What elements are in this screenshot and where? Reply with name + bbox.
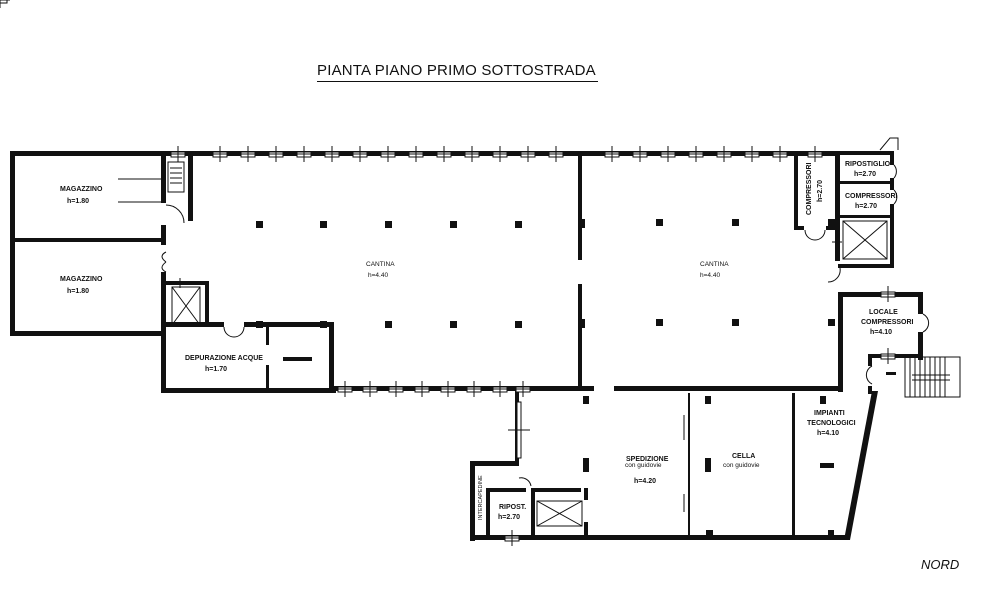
room-height: h=4.10 xyxy=(870,329,892,336)
walls xyxy=(10,151,923,541)
room-label: MAGAZZINO xyxy=(60,276,103,283)
room-label: COMPRESSORI xyxy=(806,162,813,215)
room-height: h=1.80 xyxy=(67,198,89,205)
room-label: CELLA xyxy=(732,453,755,460)
room-label: CANTINA xyxy=(366,261,395,268)
room-labels: MAGAZZINO h=1.80 MAGAZZINO h=1.80 DEPURA… xyxy=(60,161,914,521)
room-height: h=2.70 xyxy=(498,514,520,521)
room-sublabel: con guidovie xyxy=(723,462,760,469)
room-sublabel: con guidovie xyxy=(625,462,662,469)
room-label: DEPURAZIONE ACQUE xyxy=(185,355,263,362)
room-label: TECNOLOGICI xyxy=(807,420,856,427)
room-height: h=2.70 xyxy=(854,171,876,178)
pillars xyxy=(256,219,835,536)
room-label: MAGAZZINO xyxy=(60,186,103,193)
room-height: h=4.20 xyxy=(634,478,656,485)
windows xyxy=(0,0,899,547)
north-label: NORD xyxy=(921,557,960,572)
room-label: COMPRESSORI xyxy=(845,193,898,200)
room-label: INTERCAPEDINE xyxy=(478,475,484,520)
room-label: LOCALE xyxy=(869,309,898,316)
room-label: CANTINA xyxy=(700,261,729,268)
room-label: COMPRESSORI xyxy=(861,319,914,326)
room-height: h=2.70 xyxy=(817,180,824,202)
room-height: h=1.70 xyxy=(205,366,227,373)
room-height: h=1.80 xyxy=(67,288,89,295)
room-label: IMPIANTI xyxy=(814,410,845,417)
room-height: h=4.40 xyxy=(700,272,720,279)
room-label: SPEDIZIONE xyxy=(626,456,669,463)
room-height: h=4.40 xyxy=(368,272,388,279)
plan-title: PIANTA PIANO PRIMO SOTTOSTRADA xyxy=(317,62,598,82)
room-label: RIPOSTIGLIO xyxy=(845,161,891,168)
room-height: h=4.10 xyxy=(817,430,839,437)
elevator-shafts xyxy=(118,137,961,527)
room-label: RIPOST. xyxy=(499,504,526,511)
room-height: h=2.70 xyxy=(855,203,877,210)
